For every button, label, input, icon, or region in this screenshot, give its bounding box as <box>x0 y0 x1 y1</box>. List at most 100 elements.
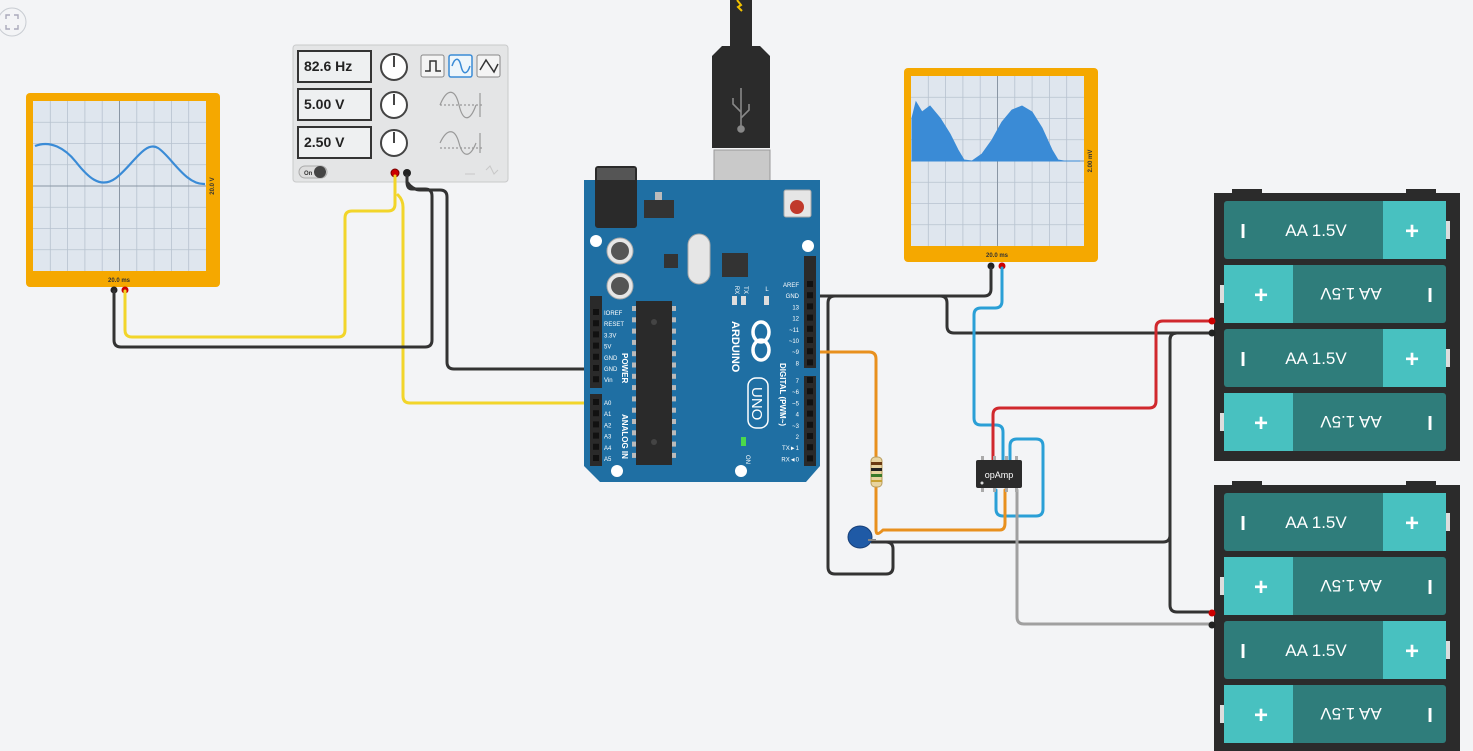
fullscreen-icon[interactable] <box>0 7 27 37</box>
battery-terminal-pos[interactable] <box>1208 317 1216 325</box>
battery-cell[interactable]: +IAA 1.5V <box>1220 557 1446 615</box>
square-wave-icon[interactable] <box>420 54 445 78</box>
wire-red-vcc[interactable] <box>991 319 1214 462</box>
power-switch-label: On <box>304 171 313 177</box>
battery-terminal-neg[interactable] <box>1208 621 1216 629</box>
power-pin-socket[interactable] <box>593 342 599 349</box>
analog-pin-socket[interactable] <box>593 399 599 405</box>
digital-pin-socket[interactable] <box>807 359 813 366</box>
power-pin-socket[interactable] <box>593 365 599 371</box>
battery-pack[interactable]: I+AA 1.5V +IAA 1.5V I+AA 1.5V +IAA 1.5V <box>1208 481 1461 751</box>
plus-icon: + <box>1254 574 1268 601</box>
wire-gray-vee[interactable] <box>1015 488 1214 626</box>
capacitor[interactable] <box>847 525 876 549</box>
microcontroller-chip <box>636 301 672 465</box>
digital-pin-socket[interactable] <box>807 325 813 332</box>
battery-label: AA 1.5V <box>1320 412 1382 431</box>
wire-orange-signal[interactable] <box>806 350 1007 535</box>
sine-wave-icon[interactable] <box>448 54 473 78</box>
battery-terminal-pos[interactable] <box>1208 609 1216 617</box>
power-pin-label: 3.3V <box>604 333 616 339</box>
digital-pin-socket[interactable] <box>807 377 813 383</box>
plus-icon: + <box>1254 282 1268 309</box>
wire-black-battery[interactable] <box>938 294 1214 335</box>
plus-icon: + <box>1254 702 1268 729</box>
battery-cell[interactable]: +IAA 1.5V <box>1220 393 1446 451</box>
battery-cell[interactable]: +IAA 1.5V <box>1220 685 1446 743</box>
power-pin-socket[interactable] <box>593 353 599 360</box>
led-l-label: L <box>765 287 769 293</box>
digital-pin-label: TX►1 <box>782 446 800 452</box>
generator-terminal-neg[interactable] <box>403 169 411 177</box>
analog-pin-label: A3 <box>604 435 612 441</box>
digital-pin-socket[interactable] <box>807 303 813 310</box>
generator-logo-icon <box>465 165 499 175</box>
oscilloscope-right[interactable]: 20.0 ms 2.00 mV <box>904 68 1098 270</box>
wire-black-cap[interactable] <box>826 294 895 576</box>
battery-terminal-neg[interactable] <box>1208 329 1216 337</box>
minus-icon: I <box>1240 221 1246 243</box>
wire-black-scope[interactable] <box>112 174 434 349</box>
wire-yellow-scope[interactable] <box>123 174 397 339</box>
battery-cell[interactable]: I+AA 1.5V <box>1224 201 1450 259</box>
offset-display: 2.50 V <box>304 134 345 150</box>
power-pin-socket[interactable] <box>593 320 599 327</box>
minus-icon: I <box>1240 513 1246 535</box>
oscilloscope-left[interactable]: 20.0 ms 20.0 V <box>26 93 220 294</box>
arduino-uno[interactable]: L TX RX ON ARDUINO UNO DIGITAL (PWM~) AN… <box>584 166 820 482</box>
analog-pin-socket[interactable] <box>593 410 599 417</box>
wire-yellow-a0[interactable] <box>396 193 602 405</box>
digital-pin-socket[interactable] <box>807 337 813 343</box>
wire-blue-feedback[interactable] <box>994 437 1045 518</box>
opamp[interactable]: opAmp <box>976 456 1022 492</box>
battery-cell[interactable]: +IAA 1.5V <box>1220 265 1446 323</box>
frequency-knob[interactable] <box>380 53 408 81</box>
wire-blue-scope[interactable] <box>972 266 1005 462</box>
digital-pin-socket[interactable] <box>807 421 813 428</box>
digital-pin-socket[interactable] <box>807 281 813 287</box>
battery-label: AA 1.5V <box>1285 221 1347 240</box>
resistor[interactable] <box>870 456 883 488</box>
digital-pin-socket[interactable] <box>807 388 813 395</box>
battery-cell[interactable]: I+AA 1.5V <box>1224 329 1450 387</box>
digital-pin-socket[interactable] <box>807 433 813 439</box>
wires[interactable] <box>112 174 1214 626</box>
digital-pin-label: ~11 <box>789 328 799 334</box>
offset-knob[interactable] <box>380 129 408 157</box>
power-switch[interactable]: On <box>298 165 328 179</box>
wire-black-gnd[interactable] <box>405 180 600 371</box>
digital-pin-label: 2 <box>796 435 800 441</box>
digital-pin-socket[interactable] <box>807 399 813 406</box>
digital-pin-socket[interactable] <box>807 292 813 299</box>
digital-pin-socket[interactable] <box>807 348 813 355</box>
digital-pin-socket[interactable] <box>807 455 813 462</box>
reset-button[interactable] <box>783 189 812 218</box>
wire-black-batt2[interactable] <box>1168 331 1214 614</box>
battery-cell[interactable]: I+AA 1.5V <box>1224 621 1450 679</box>
power-pin-label: RESET <box>604 322 624 328</box>
triangle-wave-icon[interactable] <box>476 54 501 78</box>
digital-pin-label: ~10 <box>789 339 800 345</box>
scope-right-probe-pos[interactable] <box>998 262 1006 270</box>
analog-pin-socket[interactable] <box>593 432 599 439</box>
power-pin-socket[interactable] <box>593 331 599 338</box>
analog-pin-label: A1 <box>604 412 612 418</box>
digital-pin-socket[interactable] <box>807 444 813 451</box>
analog-pin-socket[interactable] <box>593 455 599 461</box>
battery-pack[interactable]: I+AA 1.5V+IAA 1.5VI+AA 1.5V+IAA 1.5V <box>1208 189 1461 461</box>
battery-cell[interactable]: I+AA 1.5V <box>1224 493 1450 551</box>
power-pin-socket[interactable] <box>593 309 599 315</box>
digital-pin-label: RX◄0 <box>781 457 799 463</box>
analog-pin-socket[interactable] <box>593 443 599 450</box>
digital-pin-label: ~9 <box>792 350 800 356</box>
plus-icon: + <box>1405 638 1419 665</box>
power-pin-label: GND <box>604 356 618 362</box>
function-generator[interactable]: 82.6 Hz 5.00 V 2.50 V <box>292 44 509 183</box>
digital-pin-socket[interactable] <box>807 314 813 321</box>
amplitude-knob[interactable] <box>380 91 408 119</box>
scope-right-probe-neg[interactable] <box>987 262 995 270</box>
wire-black-scope-right[interactable] <box>806 266 993 298</box>
analog-pin-socket[interactable] <box>593 421 599 428</box>
power-pin-socket[interactable] <box>593 376 599 383</box>
digital-pin-socket[interactable] <box>807 410 813 417</box>
